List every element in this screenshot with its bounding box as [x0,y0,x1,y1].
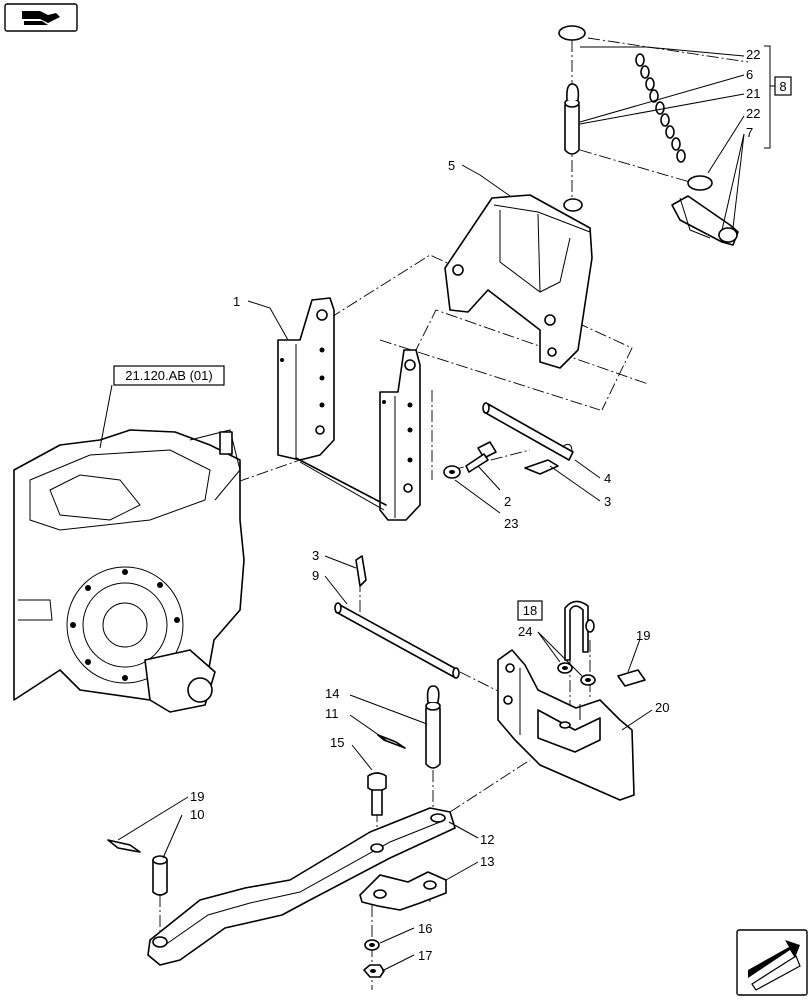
callout-14: 14 [325,686,339,701]
callout-5: 5 [448,158,455,173]
part-24-nuts [557,662,596,686]
part-17-nut [363,964,385,978]
part-5-clevis-bracket [444,194,593,369]
callout-22: 22 [746,47,760,62]
part-9-long-pin [334,602,460,679]
part-15-bolt [367,772,387,816]
callout-20: 20 [655,700,669,715]
callout-19: 19 [190,789,204,804]
right-bracket-plate [295,349,421,521]
callout-10: 10 [190,807,204,822]
callout-1: 1 [233,294,240,309]
callout-24: 24 [518,624,532,639]
callout-3: 3 [604,494,611,509]
part-14-pin [425,685,441,769]
chain [635,53,713,191]
callout-15: 15 [330,735,344,750]
leader-lines [99,45,776,972]
callout-17: 17 [418,948,432,963]
callout-8: 8 [779,79,786,94]
part-13-plate [359,871,447,911]
callout-12: 12 [480,832,494,847]
callout-22: 22 [746,106,760,121]
callout-labels: 1 5 22 6 21 22 7 4 3 2 23 3 9 24 19 20 1… [190,47,760,963]
callout-13: 13 [480,854,494,869]
callout-2: 2 [504,494,511,509]
part-18-u-bolt [564,600,595,661]
book-arrow-icon[interactable] [4,3,78,32]
transmission-housing [13,429,245,713]
part-4-long-pin [482,402,574,461]
part-11-r-clip [377,734,406,749]
callout-16: 16 [418,921,432,936]
callout-4: 4 [604,471,611,486]
part-12-drawbar [147,807,456,966]
part-23-washer [443,465,461,479]
part-19-r-clip-right [617,669,646,687]
boxed-callout-18: 18 [517,600,543,621]
callout-11: 11 [325,706,339,721]
part-10-pin [152,855,168,896]
callout-9: 9 [312,568,319,583]
assembly-lines [159,37,749,990]
callout-7: 7 [746,125,753,140]
next-page-arrow-icon[interactable] [736,929,808,996]
part-21-pin [558,25,586,155]
callout-19: 19 [636,628,650,643]
callout-21: 21 [746,86,760,101]
part-19-r-clip-left [107,839,141,853]
part-2-bolt [465,441,497,473]
part-7-clip-pin [671,195,739,246]
boxed-callout-8: 8 [774,76,792,96]
part-3-r-clip-upper [524,459,559,475]
callout-18: 18 [523,603,537,618]
reference-label-box[interactable]: 21.120.AB (01) [113,365,225,386]
callout-23: 23 [504,516,518,531]
part-3-r-clip-lower [355,555,367,587]
callout-3: 3 [312,548,319,563]
part-16-washer [364,939,380,951]
callout-6: 6 [746,67,753,82]
reference-label[interactable]: 21.120.AB (01) [125,368,212,383]
part-1-bracket-plate [277,297,335,461]
part-20-drawbar-bracket [497,649,635,801]
